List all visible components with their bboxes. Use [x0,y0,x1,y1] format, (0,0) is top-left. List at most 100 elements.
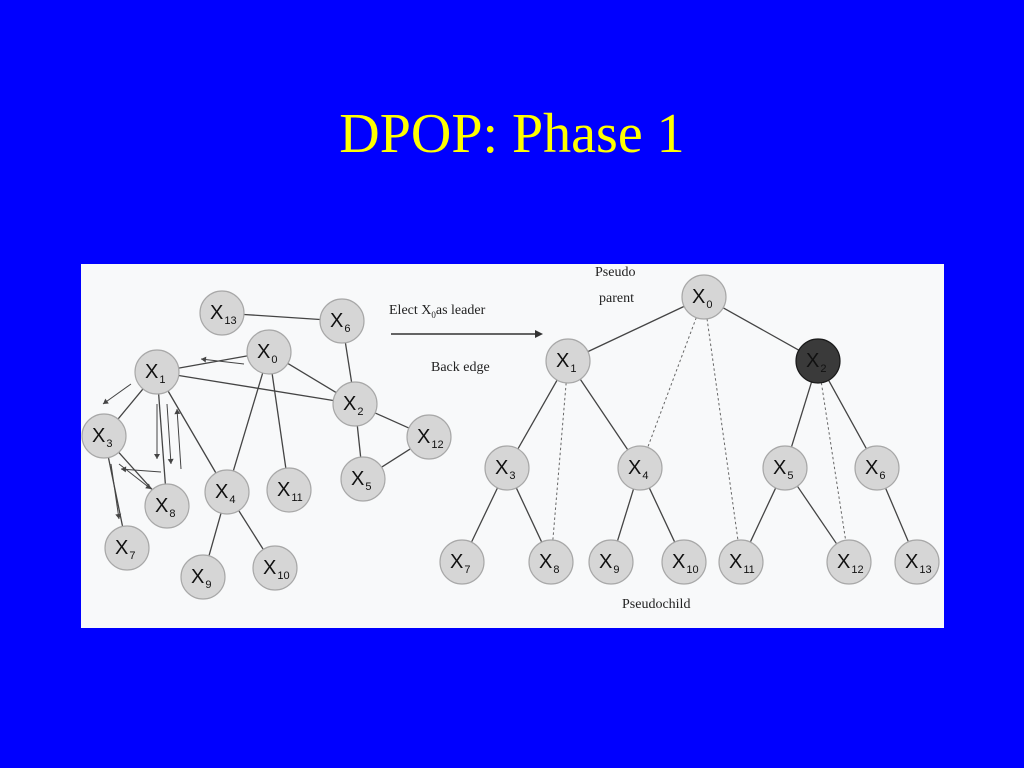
graph-node-x11: X11 [266,467,312,513]
graph-node-x6: X6 [319,298,365,344]
graph-node-x3: X3 [81,413,127,459]
message-arrow-4 [176,408,182,470]
node-label: X7 [450,551,470,576]
graph-edge-x0-x4 [232,372,264,472]
message-arrow-head-7 [121,466,127,473]
graph-edge-x0-x2 [287,362,337,394]
node-label: X5 [351,468,371,493]
node-circle [894,539,940,585]
graph-edge-x2-x12 [374,412,410,429]
node-label: X12 [417,426,444,451]
node-circle [439,539,485,585]
node-circle [104,525,150,571]
node-label: X1 [556,350,576,375]
tree-node-x11: X11 [718,539,764,585]
message-arrow-5 [110,463,120,520]
tree-edge-x3-x7 [470,487,499,543]
slide-title: DPOP: Phase 1 [339,103,685,165]
elect-prefix-text: Elect X [389,303,431,318]
tree-node-x2: X2 [795,338,841,384]
graph-edge-x1-x2 [178,374,334,402]
back-edge-x0-x4 [647,317,697,448]
message-arrow-3 [166,403,172,465]
graph-node-x0: X0 [246,329,292,375]
message-arrow-1 [102,383,132,405]
tree-edge-x0-x1 [587,305,685,353]
node-circle [661,539,707,585]
graph-edge-x6-x2 [344,342,353,383]
node-circle [406,414,452,460]
back-edge-x0-x11 [706,318,739,541]
tree-edge-x2-x5 [790,381,813,448]
node-circle [319,298,365,344]
message-arrow-head-4 [174,409,181,415]
pseudochild-label: Pseudochild [622,597,690,612]
node-circle [252,545,298,591]
tree-node-x12: X12 [826,539,872,585]
message-arrow-0 [200,358,245,365]
node-label: X9 [599,551,619,576]
graph-node-x4: X4 [204,469,250,515]
graph-edge-x4-x10 [238,510,264,550]
node-circle [617,445,663,491]
tree-node-x4: X4 [617,445,663,491]
tree-node-x8: X8 [528,539,574,585]
graph-node-x10: X10 [252,545,298,591]
elect-subscript-text: 0 [431,310,436,320]
tree-node-x10: X10 [661,539,707,585]
node-circle [854,445,900,491]
graph-node-x5: X5 [340,456,386,502]
message-arrow-7 [120,468,162,473]
node-label: X11 [729,551,755,576]
message-arrows [102,356,245,520]
node-label: X13 [210,302,237,327]
node-label: X10 [672,551,699,576]
node-label: X13 [905,551,932,576]
node-circle [266,467,312,513]
elect-suffix-text: as leader [436,303,486,318]
node-label: X4 [215,481,235,506]
node-circle [134,349,180,395]
tree-node-x7: X7 [439,539,485,585]
graph-edge-x0-x11 [271,373,287,469]
graph-node-x12: X12 [406,414,452,460]
graph-edge-x1-x8 [157,393,167,485]
node-circle [588,539,634,585]
tree-edge-x2-x6 [828,379,867,450]
graph-edge-x3-x8 [118,451,153,491]
graph-node-x8: X8 [144,483,190,529]
node-label: X7 [115,537,135,562]
node-circle [246,329,292,375]
node-label: X10 [263,557,290,582]
node-circle [332,381,378,427]
node-label: X6 [330,310,350,335]
node-label: X8 [539,551,559,576]
node-label: X0 [257,341,277,366]
tree-node-x0: X0 [681,274,727,320]
node-label: X2 [806,350,826,375]
node-label: X1 [145,361,165,386]
message-arrow-head-3 [167,458,174,464]
message-arrow-head-5 [115,513,122,519]
node-label: X2 [343,393,363,418]
tree-edge-x5-x12 [796,485,838,545]
node-label: X8 [155,495,175,520]
graph-edge-x1-x4 [167,390,217,474]
tree-node-x6: X6 [854,445,900,491]
tree-edge-x1-x4 [579,378,629,451]
graph-node-x9: X9 [180,554,226,600]
message-arrow-head-0 [201,356,207,363]
graph-node-x1: X1 [134,349,180,395]
svg-text:Elect X0as leader: Elect X0as leader [389,303,486,320]
graph-node-x2: X2 [332,381,378,427]
node-label: X3 [495,457,515,482]
graph-edge-x1-x3 [117,388,144,420]
node-circle [81,413,127,459]
tree-edge-x3-x8 [515,487,543,543]
graph-edge-x5-x12 [381,448,411,468]
tree-node-x13: X13 [894,539,940,585]
node-circle [795,338,841,384]
graph-node-x13: X13 [199,290,245,336]
edges-layer [107,305,909,557]
